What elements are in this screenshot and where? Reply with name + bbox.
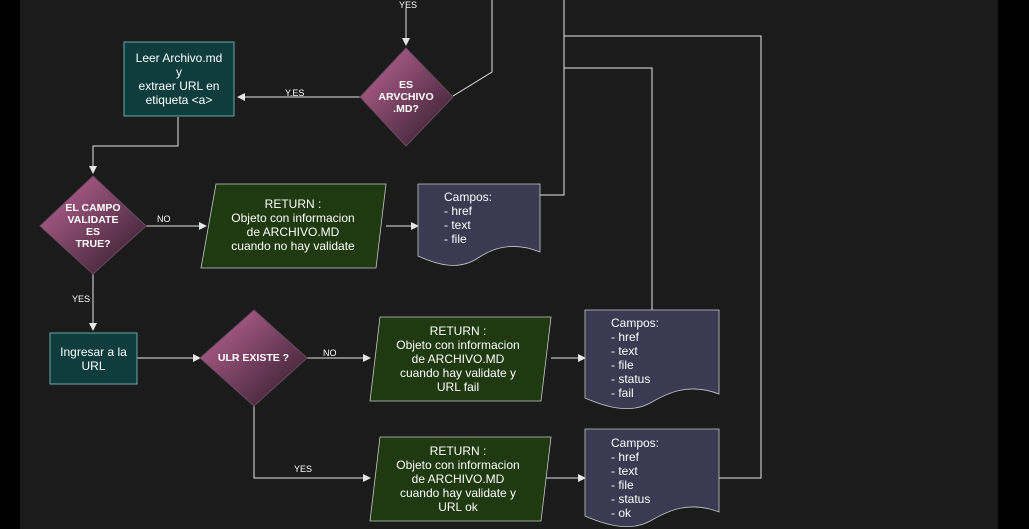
campos-line: - href	[611, 330, 640, 344]
campos-line: - text	[611, 344, 638, 358]
leer-archivo-line: Leer Archivo.md	[135, 51, 223, 65]
return-fail-text: RETURN : Objeto con informacion de ARCHI…	[376, 321, 540, 397]
decision-es-archivo-md	[359, 47, 454, 147]
return-line: RETURN :	[429, 324, 487, 338]
es-archivo-line: .MD?	[393, 103, 419, 115]
return-line: de ARCHIVO.MD	[411, 472, 505, 486]
return-line: de ARCHIVO.MD	[411, 352, 505, 366]
campos-line: Campos:	[611, 316, 660, 330]
leer-archivo-line: extraer URL en	[138, 79, 220, 93]
ingresar-line: Ingresar a la	[60, 344, 127, 359]
edge-campos-fail-up	[564, 67, 653, 310]
edge-label-url-yes: YES	[294, 464, 313, 474]
output-return-fail	[369, 316, 552, 402]
campos-line: - ok	[611, 506, 632, 520]
ingresar-url-text: Ingresar a la URL	[50, 333, 137, 384]
return-line: cuando hay validate y	[399, 366, 517, 380]
campos-line: - file	[611, 478, 634, 492]
edge-label-validate-no: NO	[157, 214, 171, 224]
edge-leer-to-validate	[89, 117, 179, 174]
edge-campos-ok-up	[564, 35, 762, 479]
campos-basic-text: Campos: - href - text - file	[444, 190, 534, 246]
edge-label-validate-yes: YES	[72, 294, 91, 304]
return-ok-text: RETURN : Objeto con informacion de ARCHI…	[376, 441, 540, 517]
campos-line: - status	[611, 492, 651, 506]
es-archivo-md-text: ES ARVCHIVO .MD?	[366, 72, 446, 122]
campos-line: - href	[444, 204, 473, 218]
leer-archivo-line: etiqueta <a>	[145, 93, 213, 107]
campos-line: Campos:	[611, 436, 660, 450]
campos-line: - text	[611, 464, 638, 478]
flowchart-connectors	[39, 0, 762, 527]
document-campos-fail	[584, 309, 720, 409]
decision-campo-validate	[39, 175, 147, 275]
edge-url-yes	[253, 405, 371, 482]
campos-fail-text: Campos: - href - text - file - status - …	[611, 315, 711, 401]
campos-line: - text	[444, 218, 471, 232]
campos-line: - status	[611, 372, 651, 386]
decision-url-existe	[199, 309, 308, 407]
return-line: URL fail	[436, 380, 480, 394]
campos-line: Campos:	[444, 190, 493, 204]
return-line: Objeto con informacion	[396, 458, 520, 472]
ingresar-line: URL	[81, 358, 106, 373]
output-return-ok	[369, 436, 552, 522]
return-line: RETURN :	[429, 444, 487, 458]
campos-line: - href	[611, 450, 640, 464]
edge-campos-up	[540, 0, 565, 196]
return-no-validate-text: RETURN : Objeto con informacion de ARCHI…	[210, 190, 376, 260]
leer-archivo-line: y	[176, 65, 182, 79]
validate-line: VALIDATE	[67, 214, 119, 226]
leer-archivo-text: Leer Archivo.md y extraer URL en etiquet…	[124, 42, 234, 116]
es-archivo-line: ES	[398, 79, 413, 91]
document-campos-basic	[417, 183, 541, 266]
campo-validate-text: EL CAMPO VALIDATE ES TRUE?	[48, 198, 138, 254]
url-existe-text: ULR EXISTE ?	[200, 348, 307, 368]
return-line: de ARCHIVO.MD	[246, 225, 340, 239]
edge-label-url-no: NO	[323, 348, 337, 358]
campos-line: - fail	[611, 386, 634, 400]
validate-line: ES	[85, 226, 100, 238]
return-line: Objeto con informacion	[396, 338, 520, 352]
edge-md-loop	[452, 0, 493, 97]
url-existe-line: ULR EXISTE ?	[217, 352, 290, 364]
document-campos-ok	[584, 428, 720, 527]
return-line: URL ok	[438, 500, 478, 514]
return-line: Objeto con informacion	[231, 211, 355, 225]
edge-label-md-yes: Y.ES	[285, 88, 305, 98]
return-line: cuando hay validate y	[399, 486, 517, 500]
campos-ok-text: Campos: - href - text - file - status - …	[611, 435, 711, 521]
campos-line: - file	[611, 358, 634, 372]
process-ingresar-url	[49, 332, 138, 385]
output-return-no-validate	[200, 183, 387, 269]
process-leer-archivo	[123, 41, 235, 117]
validate-line: TRUE?	[75, 238, 111, 250]
validate-line: EL CAMPO	[65, 202, 121, 214]
edge-label-top-yes: YES	[399, 0, 418, 10]
return-line: cuando no hay validate	[231, 239, 355, 253]
flowchart-canvas: Leer Archivo.md y extraer URL en etiquet…	[20, 0, 998, 529]
es-archivo-line: ARVCHIVO	[378, 91, 434, 103]
campos-line: - file	[444, 232, 467, 246]
return-line: RETURN :	[264, 197, 322, 211]
